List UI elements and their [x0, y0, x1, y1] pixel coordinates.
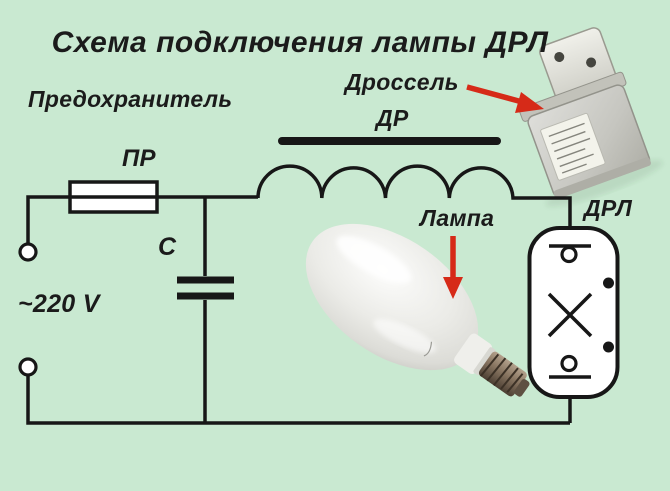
circuit-wires: [26, 164, 572, 425]
capacitor-symbol-label: С: [158, 233, 177, 261]
lamp-label: Лампа: [420, 205, 495, 231]
choke-screw-icon: [586, 57, 597, 68]
lamp-neck: [454, 333, 493, 375]
terminal-bottom: [18, 357, 38, 377]
choke-arrow-icon: [466, 84, 544, 113]
fuse-symbol: [68, 180, 159, 214]
inductor-coil: [256, 164, 572, 229]
lamp-cross: [547, 292, 593, 338]
wire-top-left: [26, 195, 258, 244]
aux-electrode-dot: [603, 341, 614, 353]
wire-bottom: [26, 375, 570, 425]
electrode-bottom: [560, 354, 578, 373]
lamp-symbol-label: ДРЛ: [584, 195, 633, 221]
lamp-base-tip: [514, 379, 530, 397]
choke-screw-icon: [554, 52, 565, 63]
choke-photo: [519, 27, 663, 207]
capacitor-symbol: [177, 276, 234, 300]
choke-symbol-label: ДР: [376, 105, 409, 131]
electrode-top: [560, 245, 578, 264]
terminal-top: [18, 242, 38, 262]
lamp-photo: [305, 223, 530, 397]
page-title: Схема подключения лампы ДРЛ: [51, 26, 549, 59]
fuse-symbol-label: ПР: [122, 145, 156, 172]
voltage-label: ~220 V: [18, 290, 100, 318]
fuse-label: Предохранитель: [28, 86, 233, 112]
lamp-bulb: [305, 223, 479, 371]
lamp-arrow-icon: [443, 236, 463, 299]
choke-label-sticker: [540, 112, 606, 181]
choke-label: Дроссель: [345, 69, 459, 95]
drl-lamp-symbol: [527, 226, 620, 399]
aux-electrode-dot: [603, 277, 614, 289]
